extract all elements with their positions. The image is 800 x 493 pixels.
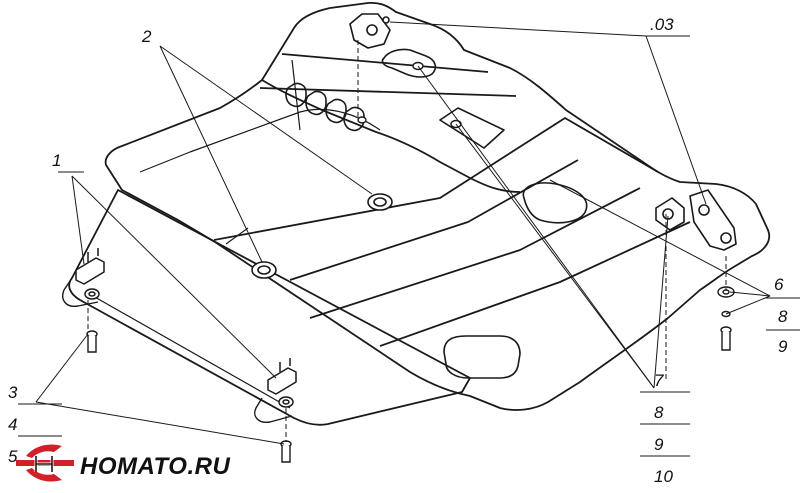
callout-03: .03 (650, 15, 674, 34)
callout-6: 6 (774, 275, 784, 294)
leader-lines (18, 21, 800, 457)
callout-8: 8 (654, 403, 664, 422)
callout-9-right: 9 (778, 337, 788, 356)
callout-labels: 1 2 .03 3 4 5 6 8 9 7 8 9 10 (8, 15, 788, 486)
front-side-panel (62, 189, 471, 426)
callout-3: 3 (8, 383, 18, 402)
logo: HOMATO.RU (16, 444, 230, 482)
callout-2: 2 (141, 27, 152, 46)
main-skid-plate (104, 1, 771, 411)
callout-4: 4 (8, 415, 17, 434)
callout-8-right: 8 (778, 307, 788, 326)
rear-bracket-top (349, 13, 391, 49)
logo-text: HOMATO.RU (80, 453, 230, 480)
callout-1: 1 (52, 151, 61, 170)
loose-bolts (86, 286, 735, 463)
front-clips (75, 248, 297, 408)
callout-10: 10 (654, 467, 673, 486)
callout-5: 5 (8, 447, 18, 466)
callout-7: 7 (654, 371, 664, 390)
right-bracket (655, 189, 737, 251)
logo-emblem-icon (16, 444, 74, 482)
fastener-holes (251, 193, 393, 279)
callout-9: 9 (654, 435, 664, 454)
inner-studs (357, 61, 462, 129)
